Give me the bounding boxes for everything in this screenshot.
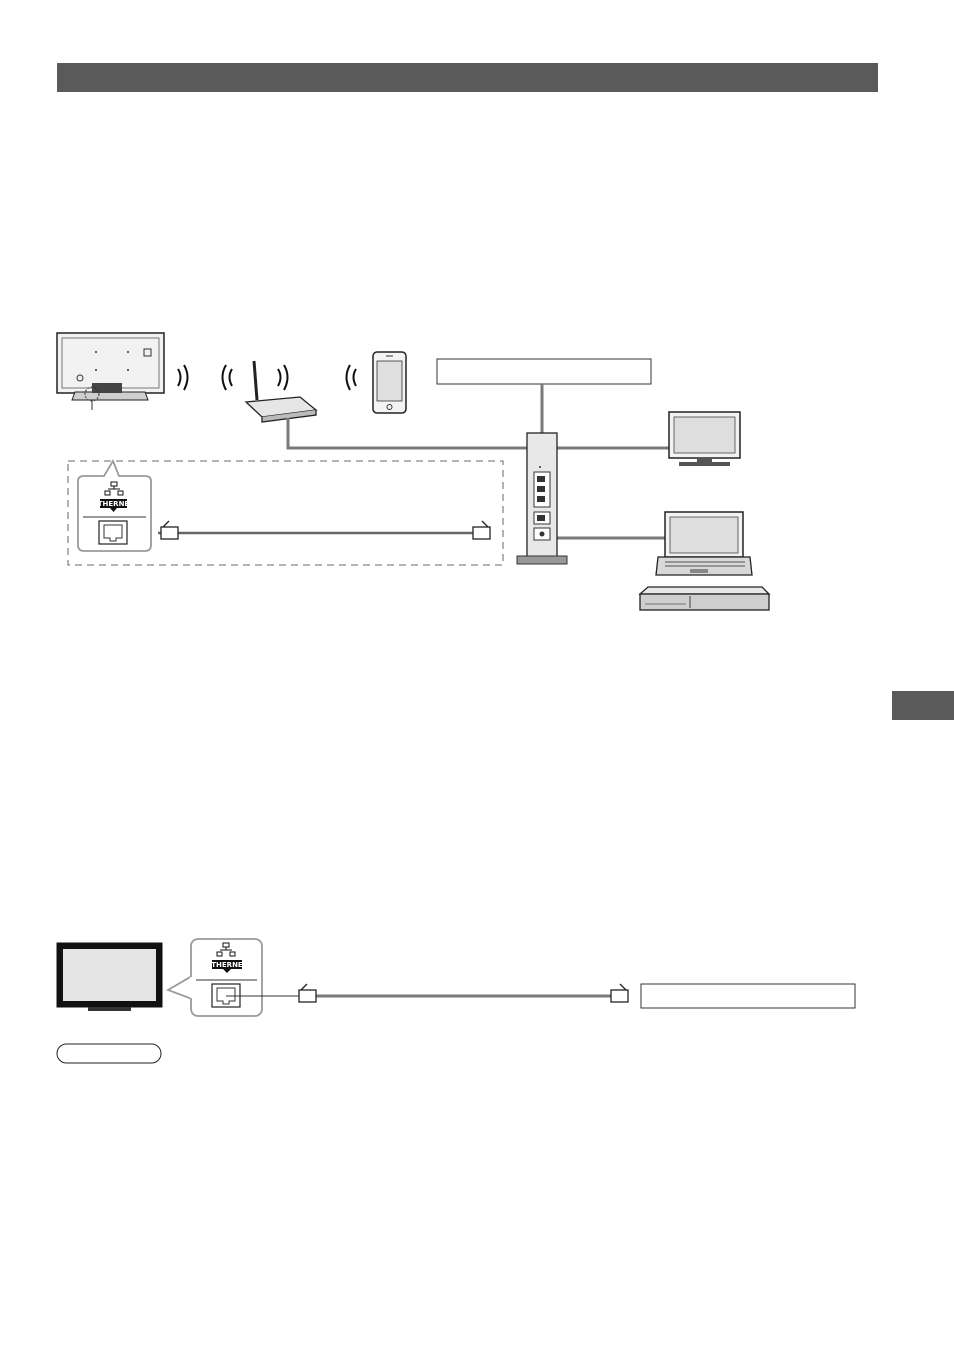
note-badge	[56, 1043, 162, 1064]
modem-label-box	[640, 983, 856, 1009]
ethernet-label-badge	[100, 499, 127, 508]
ethernet-port-callout: ETHERNET	[165, 938, 263, 1017]
recorder-device-icon	[638, 586, 771, 611]
chapter-side-tab	[892, 691, 954, 720]
network-hub-icon	[516, 432, 568, 565]
lan-cable-plug-icon	[472, 520, 491, 540]
internet-label-box	[436, 358, 652, 385]
ethernet-port-label: ETHERNET	[206, 961, 247, 969]
lan-cable-plug-icon	[160, 520, 179, 540]
ethernet-port-label: ETHERNET	[93, 500, 134, 508]
tv-front-view	[56, 942, 163, 1011]
ethernet-port-callout: ETHERNET	[77, 458, 152, 552]
ethernet-label-badge	[212, 960, 242, 969]
tv-monitor-icon	[668, 411, 741, 466]
optional-wired-connection-frame	[67, 460, 504, 566]
lan-cable-plug-icon	[298, 983, 317, 1003]
wireless-signal-icon	[177, 364, 357, 391]
network-symbol-icon	[104, 481, 124, 496]
smartphone-icon	[372, 351, 407, 414]
wireless-router-icon	[244, 360, 318, 423]
section-header-bar	[57, 63, 878, 92]
tv-rear-view	[56, 332, 165, 410]
lan-cable-plug-icon	[610, 983, 629, 1003]
network-symbol-icon	[216, 942, 236, 957]
laptop-icon	[655, 511, 753, 576]
